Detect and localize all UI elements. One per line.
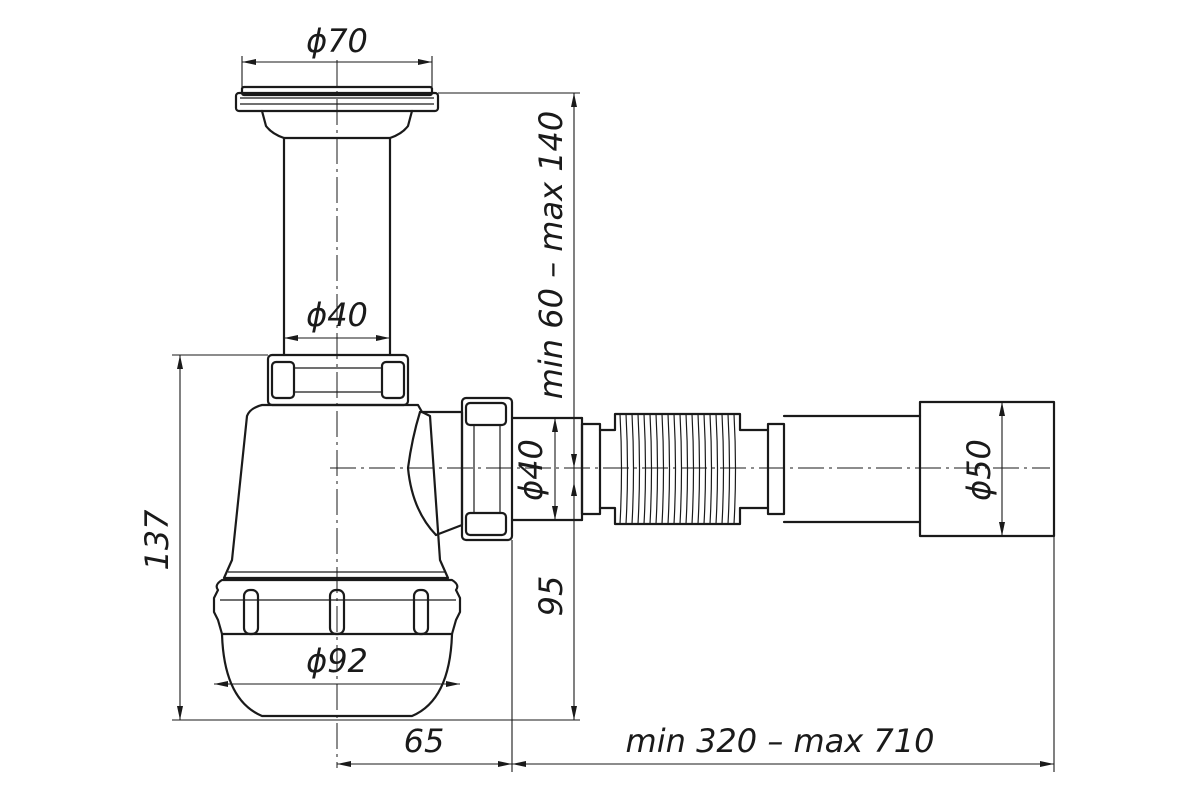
arrow-range-top [571,93,577,107]
hose-rib [691,413,695,525]
arrow-range-right [1040,761,1054,767]
label-outlet-diameter: ϕ40 [512,439,550,501]
cap-rib-2 [328,588,346,636]
label-offset: 65 [404,722,445,760]
hose-top-edge [598,412,770,432]
arrow-95-bottom [571,706,577,720]
arrow-flange-left [242,59,256,65]
hose-ribs [619,413,737,525]
label-vertical-range: min 60 – max 140 [532,111,570,400]
label-outlet-height: 95 [532,576,570,617]
hose-rib [679,413,683,525]
arrow-drain-bottom [999,522,1005,536]
hose-rib [709,413,713,525]
arrow-137-bottom [177,706,183,720]
hose-rib [649,413,653,525]
hose-rib [721,413,725,525]
hose-rib [655,413,659,525]
hose-rib [697,413,701,525]
outlet-nut-body [460,396,514,542]
arrow-65-left [337,761,351,767]
label-drain-diameter: ϕ50 [960,439,998,501]
hose-rib [673,413,677,525]
outlet-nut-grip-top [464,401,508,427]
hose-rib [661,413,665,525]
drain-socket [918,400,1056,538]
hose-rib [637,413,641,525]
top-nut-grip-left [270,360,296,400]
hose-rib [643,413,647,525]
dimension-labels: ϕ70 ϕ40 ϕ92 65 min 320 – max 710 min 60 … [138,22,998,760]
grate-top-plate [240,85,434,97]
arrow-pipe-right [376,335,390,341]
arrow-95-top [571,482,577,496]
center-lines [330,60,1050,768]
hose-rib [631,413,635,525]
outlet-nut [418,396,514,542]
grate-rim [234,91,440,113]
hose-rib [703,413,707,525]
top-nut-grip-right [380,360,406,400]
arrow-outlet-bottom [552,506,558,520]
outlet-nut-grip-bottom [464,511,508,537]
hose-rib [619,413,623,525]
cap-rib-3 [412,588,430,636]
hose-rib [625,413,629,525]
arrow-137-top [177,355,183,369]
top-nut [266,353,410,407]
hose-rib [733,413,737,525]
arrow-range-left [512,761,526,767]
hose-rib [715,413,719,525]
arrow-range-bottom [571,454,577,468]
drain-grate [234,85,440,140]
arrow-flange-right [418,59,432,65]
label-total-height: 137 [138,509,176,571]
arrow-pipe-left [284,335,298,341]
hose-rib [667,413,671,525]
arrow-bowl-right [446,681,460,687]
cap-bowl [220,632,454,718]
trap-bowl [222,403,450,580]
hose-rib [685,413,689,525]
outlet-branch [418,410,464,537]
vertical-pipe [282,136,392,357]
drain-pipe [782,400,1056,538]
hose-rib [727,413,731,525]
hose-bottom-edge [598,506,770,526]
arrow-drain-top [999,402,1005,416]
arrow-65-right [498,761,512,767]
arrow-outlet-top [552,418,558,432]
corrugated-adapter-left [580,422,602,516]
trap-body [222,403,450,580]
bottom-cap [212,578,462,718]
label-pipe-diameter: ϕ40 [306,296,368,334]
trap-inner-curve [406,410,438,537]
outlet-pipe [510,416,602,522]
label-horizontal-range: min 320 – max 710 [626,722,935,760]
label-flange-diameter: ϕ70 [306,22,368,60]
dimension-lines [172,56,1055,772]
corrugated-adapter-right [766,422,786,516]
label-bowl-diameter: ϕ92 [306,642,368,680]
cap-rib-1 [242,588,260,636]
corrugated-hose [598,412,786,526]
arrow-bowl-left [214,681,228,687]
grate-neck [260,109,414,140]
